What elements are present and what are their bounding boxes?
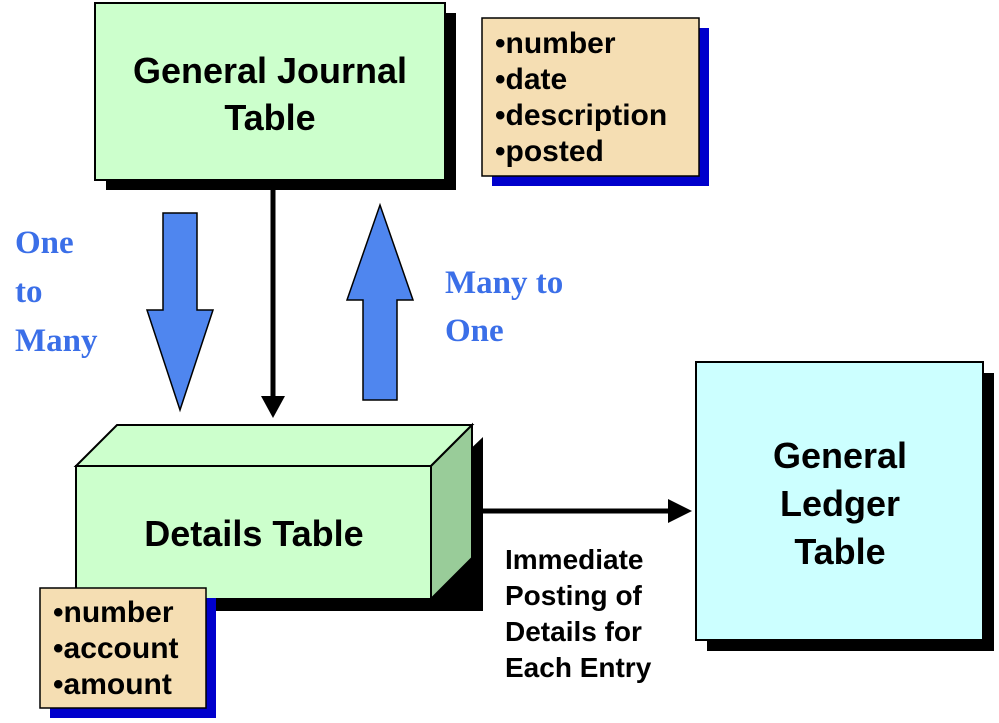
posting-arrowhead <box>668 499 692 523</box>
posting-label-line4: Each Entry <box>505 652 652 683</box>
gj-attribute-posted: •posted <box>495 135 604 168</box>
one-to-many-line2: to <box>15 274 43 310</box>
many-to-one-label: Many to One <box>445 265 563 349</box>
general-ledger-title-line3: Table <box>794 531 885 572</box>
many-to-one-line2: One <box>445 313 504 349</box>
connector-arrowhead <box>261 396 285 418</box>
general-ledger-table: General Ledger Table <box>695 361 994 651</box>
general-journal-title-line2: Table <box>224 97 315 138</box>
posting-label-line2: Posting of <box>505 580 643 611</box>
details-attribute-account: •account <box>53 632 179 665</box>
details-top-face <box>73 424 475 467</box>
general-ledger-box <box>695 361 984 641</box>
details-table: Details Table <box>73 422 483 611</box>
posting-label: Immediate Posting of Details for Each En… <box>505 544 652 683</box>
journal-to-details-connector <box>261 180 285 418</box>
details-attributes: •number •account •amount <box>39 587 216 718</box>
general-ledger-title-line2: Ledger <box>780 483 900 524</box>
details-attribute-amount: •amount <box>53 668 172 701</box>
one-to-many-arrow <box>145 212 215 413</box>
general-journal-table: General Journal Table <box>94 2 456 190</box>
gj-attribute-number: •number <box>495 27 616 60</box>
general-journal-box <box>94 2 446 181</box>
details-front-face <box>75 465 432 600</box>
gj-attribute-date: •date <box>495 63 567 96</box>
one-to-many-label: One to Many <box>15 225 98 359</box>
details-title: Details Table <box>144 513 363 554</box>
details-attributes-box <box>39 587 207 709</box>
details-attribute-number: •number <box>53 596 174 629</box>
general-ledger-title-line1: General <box>773 435 907 476</box>
many-to-one-line1: Many to <box>445 265 563 301</box>
one-to-many-line1: One <box>15 225 74 261</box>
general-journal-title-line1: General Journal <box>133 50 407 91</box>
posting-label-line1: Immediate <box>505 544 644 575</box>
posting-arrow <box>475 499 692 523</box>
one-to-many-line3: Many <box>15 323 98 359</box>
general-journal-attributes-box <box>481 17 700 177</box>
general-journal-attributes: •number •date •description •posted <box>481 17 709 186</box>
posting-label-line3: Details for <box>505 616 642 647</box>
many-to-one-arrow <box>345 202 415 401</box>
gj-attribute-description: •description <box>495 99 667 132</box>
